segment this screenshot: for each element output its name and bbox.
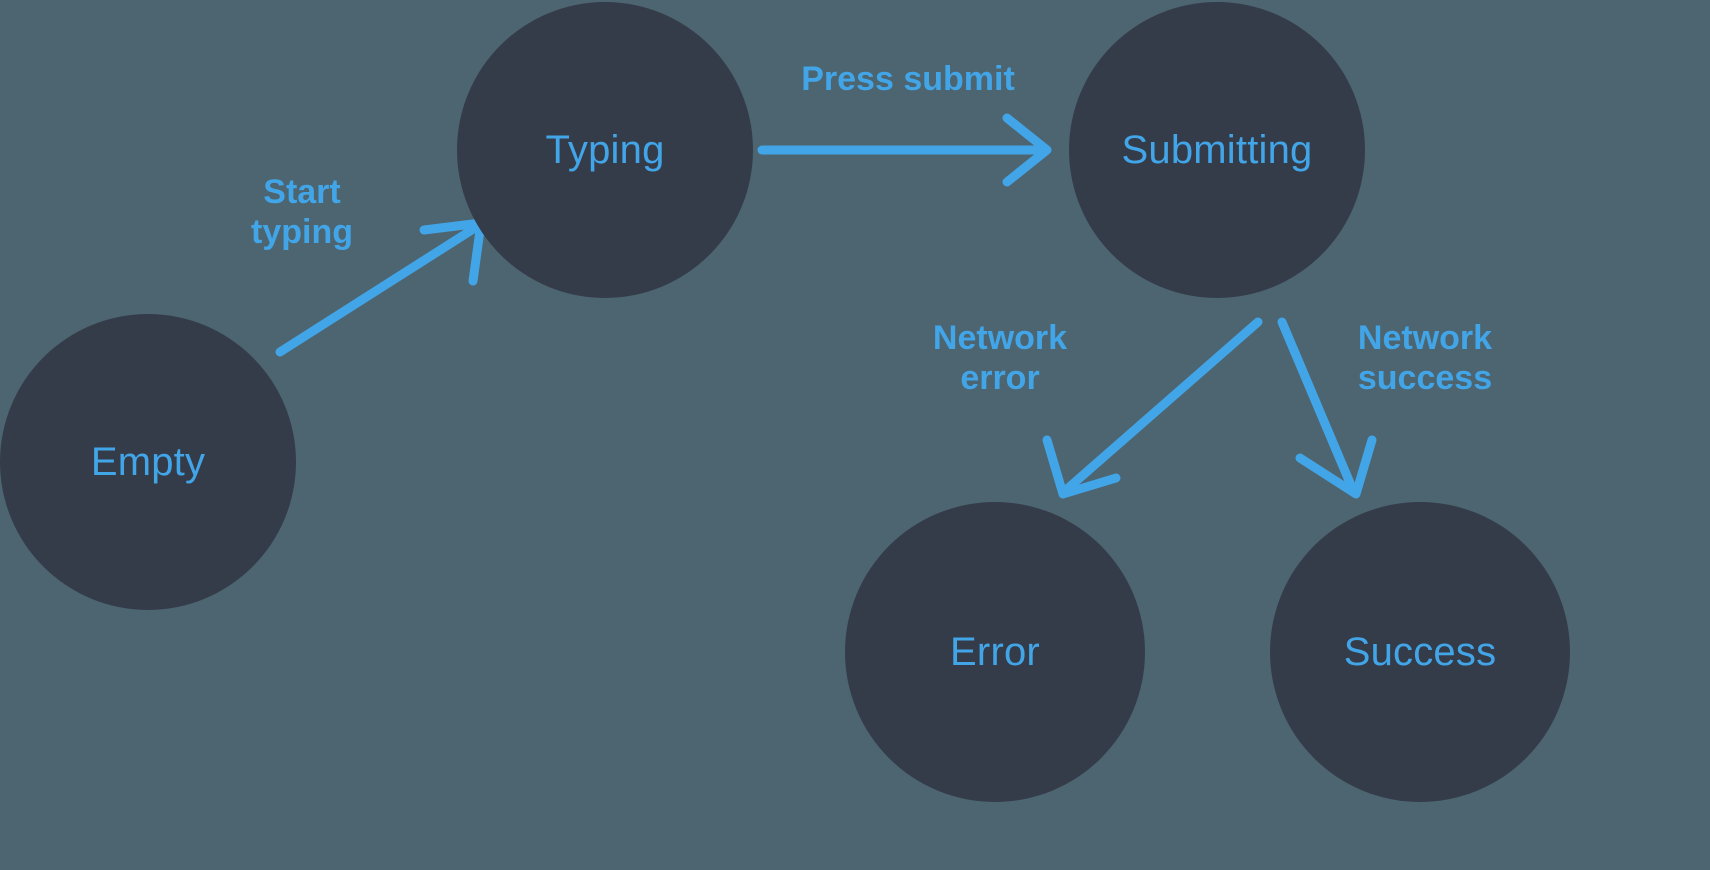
state-label-empty: Empty [90, 440, 206, 484]
state-label-submitting: Submitting [1121, 128, 1313, 172]
state-node-typing[interactable]: Typing [457, 2, 753, 298]
state-node-submitting[interactable]: Submitting [1069, 2, 1365, 298]
transition-label-network-success: Network success [1357, 319, 1493, 398]
state-label-success: Success [1343, 630, 1497, 674]
state-label-error: Error [950, 630, 1040, 674]
transition-label-start-typing: Start typing [251, 173, 353, 252]
transition-arrow-press-submit [757, 113, 1052, 187]
transition-label-press-submit: Press submit [801, 60, 1015, 98]
state-node-empty[interactable]: Empty [0, 314, 296, 610]
state-node-error[interactable]: Error [845, 502, 1145, 802]
transition-label-network-error: Network error [932, 319, 1068, 398]
state-label-typing: Typing [545, 128, 665, 172]
state-node-success[interactable]: Success [1270, 502, 1570, 802]
